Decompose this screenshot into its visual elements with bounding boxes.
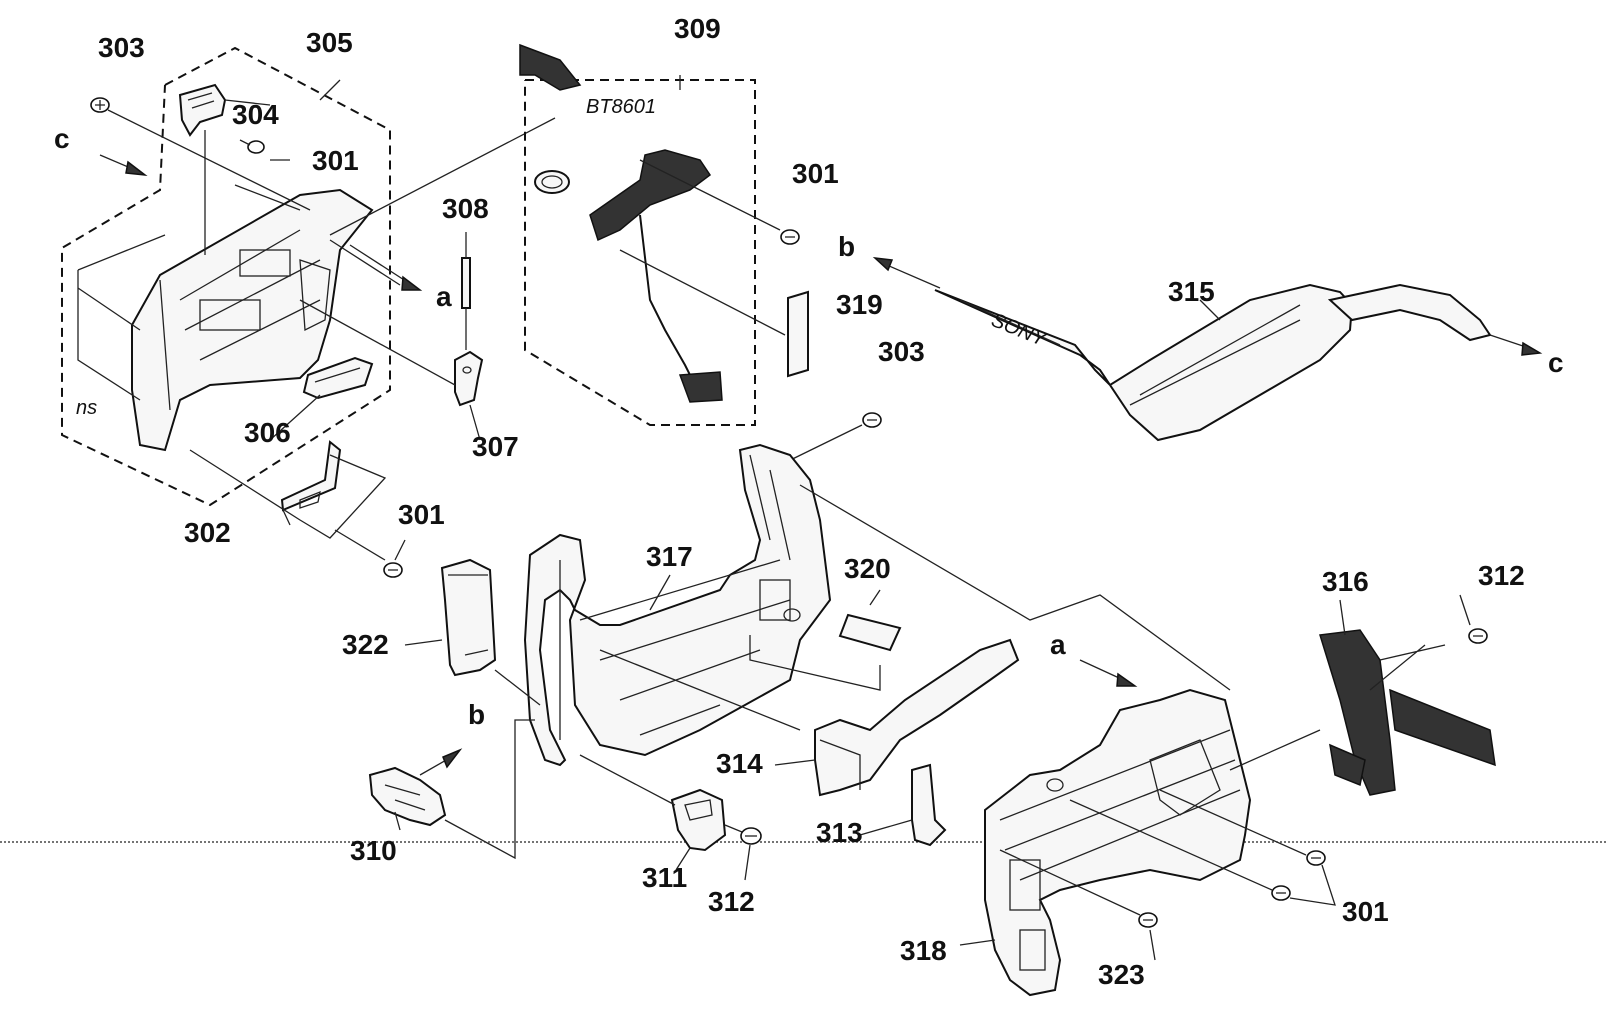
part-319: [787, 290, 809, 378]
label-311: 311: [642, 862, 687, 893]
label-322: 322: [342, 629, 389, 660]
label-309: 309: [674, 13, 721, 44]
label-318: 318: [900, 935, 947, 966]
part-311: [670, 788, 727, 852]
label-313: 313: [816, 817, 863, 848]
sony-brand-text: SONY: [988, 309, 1050, 351]
label-312-lower: 312: [708, 886, 755, 917]
part-306: [302, 356, 374, 400]
part-310: [368, 766, 447, 827]
part-318: [984, 688, 1252, 997]
arrow-b-upper: [872, 256, 941, 289]
label-316: 316: [1322, 566, 1369, 597]
label-310: 310: [350, 835, 397, 866]
label-bt8601: BT8601: [586, 96, 656, 118]
label-304: 304: [232, 99, 279, 130]
assembly-309: [519, 43, 786, 426]
label-302: 302: [184, 517, 231, 548]
part-316: [1319, 629, 1496, 796]
arrow-a-upper: [349, 244, 423, 291]
part-322: [440, 558, 497, 677]
screw-301-309: [780, 229, 800, 245]
part-308: [461, 257, 471, 309]
letter-b-lower: b: [468, 699, 485, 730]
screw-301-right-b: [1069, 799, 1291, 901]
label-323: 323: [1098, 959, 1145, 990]
assembly-305-boundary: [61, 46, 391, 507]
letter-a-upper: a: [436, 281, 452, 312]
label-307: 307: [472, 431, 519, 462]
part-315: SONY: [934, 283, 1492, 442]
label-306: 306: [244, 417, 291, 448]
label-301-right: 301: [1342, 896, 1389, 927]
screw-303-top: [90, 97, 311, 211]
arrow-c-left: [99, 154, 148, 177]
screw-301-302: [383, 562, 403, 578]
label-317: 317: [646, 541, 693, 572]
part-309-harness: [589, 149, 712, 242]
label-301-309: 301: [792, 158, 839, 189]
label-303-top: 303: [98, 32, 145, 63]
arrow-c-right: [1489, 334, 1543, 356]
screw-301-right-a: [1159, 789, 1326, 866]
arrow-a-lower: [1079, 659, 1138, 687]
screw-301-top: [239, 139, 265, 154]
screw-303-mid: [769, 412, 882, 471]
arrow-b-lower: [419, 748, 463, 776]
part-320: [838, 613, 902, 652]
label-312-right: 312: [1478, 560, 1525, 591]
assembly-309-boundary: [524, 79, 756, 426]
label-320: 320: [844, 553, 891, 584]
part-307: [454, 350, 484, 407]
part-304: [178, 83, 227, 137]
assembly-305: [61, 46, 391, 507]
letter-b-upper: b: [838, 231, 855, 262]
label-315: 315: [1168, 276, 1215, 307]
label-319: 319: [836, 289, 883, 320]
label-301-top: 301: [312, 145, 359, 176]
arrow-309: [519, 43, 582, 91]
screw-312-lower: [724, 824, 762, 845]
letter-c-right: c: [1548, 347, 1564, 378]
label-301-302: 301: [398, 499, 445, 530]
part-302: [280, 440, 342, 512]
part-317: [523, 443, 832, 767]
label-ns: ns: [76, 397, 97, 419]
letter-c-left: c: [54, 123, 70, 154]
label-303-mid: 303: [878, 336, 925, 367]
part-309-ring: [534, 170, 570, 194]
part-305-frame: [131, 188, 374, 452]
part-314: [814, 638, 1020, 797]
letter-a-lower: a: [1050, 629, 1066, 660]
label-305: 305: [306, 27, 353, 58]
screw-312-right: [1468, 628, 1488, 644]
part-313: [911, 763, 947, 847]
label-314: 314: [716, 748, 763, 779]
screw-323: [999, 849, 1158, 928]
label-308: 308: [442, 193, 489, 224]
